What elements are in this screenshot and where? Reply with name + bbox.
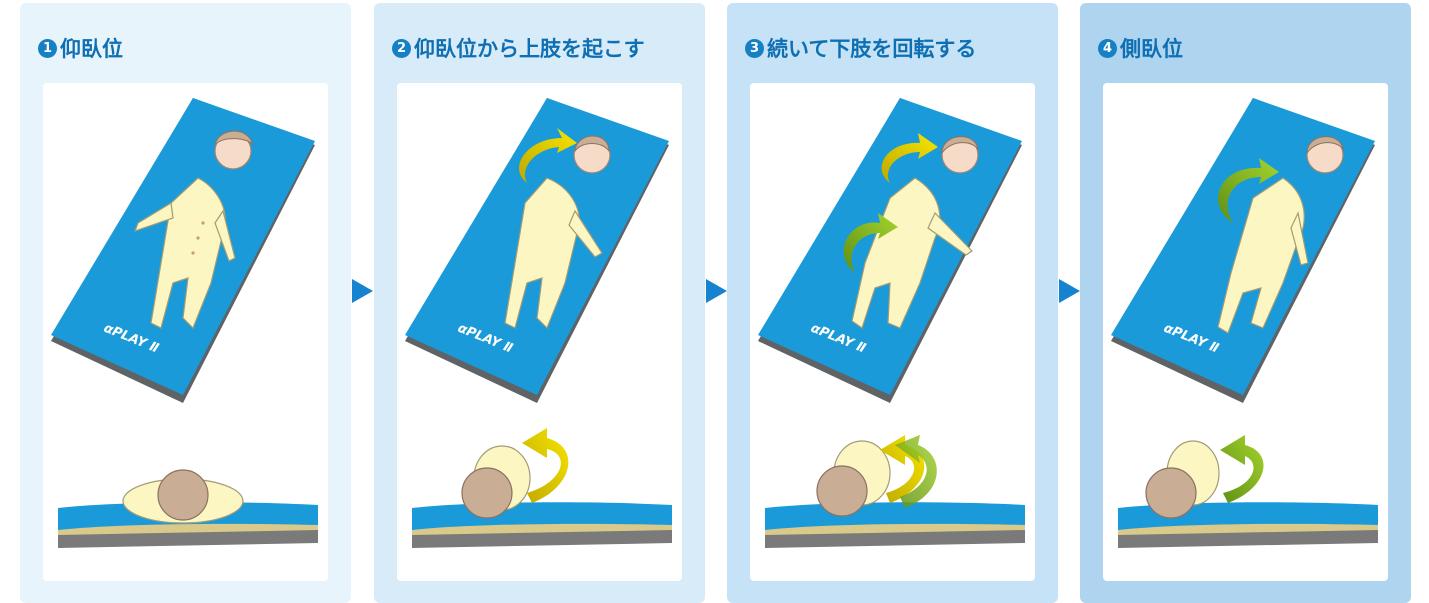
illustration-card: αPLAY Ⅱ — [397, 83, 682, 581]
step-panel-4: 4 側臥位 αPLAY Ⅱ — [1080, 3, 1411, 603]
next-step-arrow — [1059, 279, 1080, 303]
step-label: 仰臥位から上肢を起こす — [414, 37, 645, 61]
patient-side-lying — [1217, 136, 1344, 334]
step-label: 側臥位 — [1120, 37, 1183, 61]
step-panel-2: 2 仰臥位から上肢を起こす αPLAY Ⅱ — [374, 3, 705, 603]
step-number-badge: 2 — [392, 38, 411, 58]
step-title-3: 3 続いて下肢を回転する — [745, 33, 976, 63]
rotation-arrow-icon — [1218, 158, 1279, 223]
rotation-arrow-icon — [1220, 435, 1264, 503]
patient-end-view — [1145, 440, 1220, 519]
supine-illustration: αPLAY Ⅱ — [51, 98, 318, 548]
step-title-2: 2 仰臥位から上肢を起こす — [392, 33, 645, 63]
illustration-card: αPLAY Ⅱ — [43, 83, 328, 581]
step-label: 続いて下肢を回転する — [767, 37, 977, 61]
patient-end-view — [122, 469, 244, 524]
patient-end-view — [461, 445, 531, 519]
patient-turning — [851, 136, 979, 329]
illustration-card: αPLAY Ⅱ — [1103, 83, 1388, 581]
patient-supine — [133, 130, 254, 330]
rotation-arrow-icon — [519, 128, 577, 183]
next-step-arrow — [352, 279, 373, 303]
rotate-lower-body-illustration: αPLAY Ⅱ — [758, 98, 1025, 548]
rotation-arrow-icon — [895, 435, 937, 508]
step-title-1: 1 仰臥位 — [38, 33, 123, 63]
rotation-arrow-icon — [522, 428, 569, 503]
mattress-end-view — [412, 502, 672, 548]
mattress-end-view — [765, 502, 1025, 548]
step-number-badge: 1 — [38, 38, 57, 58]
lateral-position-illustration: αPLAY Ⅱ — [1111, 98, 1378, 548]
step-number-badge: 4 — [1098, 38, 1117, 58]
illustration-card: αPLAY Ⅱ — [750, 83, 1035, 581]
step-panel-1: 1 仰臥位 αPLAY Ⅱ — [20, 3, 351, 603]
step-number-badge: 3 — [745, 38, 764, 58]
step-panel-3: 3 続いて下肢を回転する αPLAY Ⅱ — [727, 3, 1058, 603]
step-label: 仰臥位 — [60, 37, 123, 61]
step-title-4: 4 側臥位 — [1098, 33, 1183, 63]
rotation-arrow-icon — [843, 213, 898, 273]
next-step-arrow — [706, 279, 727, 303]
patient-end-view — [816, 440, 891, 517]
patient-turning — [504, 135, 611, 330]
raise-upper-body-illustration: αPLAY Ⅱ — [405, 98, 672, 548]
rotation-arrow-icon — [881, 133, 938, 183]
